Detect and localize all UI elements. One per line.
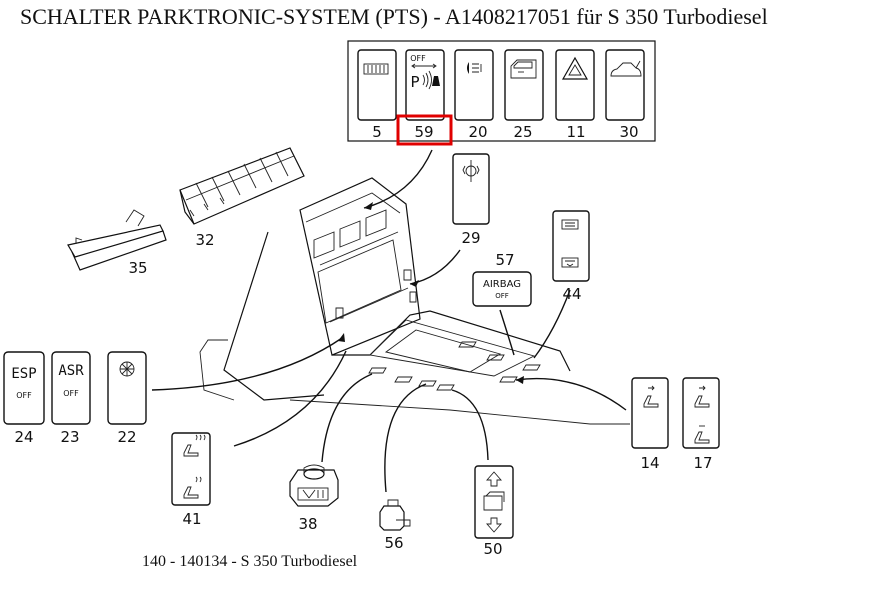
leader-line	[233, 350, 347, 447]
mirror-switch-38[interactable]: 38	[289, 464, 339, 533]
switch-5[interactable]: 5	[357, 49, 397, 141]
leader-line	[451, 389, 489, 461]
seat-memory-icon	[694, 385, 710, 444]
leader-line	[321, 373, 373, 463]
sunroof-switch-icon	[483, 471, 505, 533]
rear-defrost-icon	[363, 63, 389, 75]
center-console	[199, 177, 630, 425]
part-number-35: 35	[128, 259, 147, 277]
highlight-box	[396, 114, 453, 146]
seat-adjust-icon	[643, 385, 659, 408]
sunroof-switch-50[interactable]: 50	[474, 465, 514, 558]
headlamp-range-icon	[467, 62, 482, 74]
switch-22[interactable]: 22	[107, 351, 147, 446]
leader-line	[499, 309, 515, 356]
switch-30[interactable]: 30	[605, 49, 645, 141]
arrow-icon	[411, 63, 437, 69]
asr-off-switch-23[interactable]: ASR OFF 23	[51, 351, 91, 446]
part-number-32: 32	[195, 231, 214, 249]
part-number-25: 25	[513, 123, 532, 141]
seat-switch-14[interactable]: 14	[631, 377, 669, 472]
switch-11[interactable]: 11	[555, 49, 595, 141]
switch-20[interactable]: 20	[454, 49, 494, 141]
seat-heater-icon	[183, 434, 206, 499]
leader-line	[151, 337, 343, 391]
parktronic-icon	[422, 70, 440, 90]
leader-line	[363, 149, 433, 209]
leader-arrow	[364, 202, 373, 210]
part-number-57: 57	[495, 251, 514, 269]
leader-arrow	[410, 280, 419, 287]
airbag-label: AIRBAG	[483, 279, 521, 290]
part-number-5: 5	[372, 123, 382, 141]
part-number-11: 11	[566, 123, 585, 141]
leader-line	[409, 249, 461, 285]
leader-line	[533, 289, 571, 359]
part-number-50: 50	[483, 540, 502, 558]
airbag-off-label: OFF	[495, 292, 509, 300]
cover-strip-35[interactable]: 35	[67, 209, 167, 277]
window-icon	[510, 59, 537, 79]
trunk-icon	[610, 60, 642, 77]
footer-caption: 140 - 140134 - S 350 Turbodiesel	[142, 553, 358, 570]
esp-off-label: OFF	[16, 391, 32, 400]
part-number-41: 41	[182, 510, 201, 528]
pts-off-label: OFF	[410, 54, 426, 63]
panel-frame	[347, 40, 656, 142]
parktronic-symbol: P	[410, 73, 419, 91]
fan-icon	[119, 361, 135, 377]
seat-switch-17[interactable]: 17	[682, 377, 720, 472]
asr-off-label: OFF	[63, 389, 79, 398]
part-number-23: 23	[60, 428, 79, 446]
switch-25[interactable]: 25	[504, 49, 544, 141]
window-switch-icon	[561, 219, 579, 268]
part-number-30: 30	[619, 123, 638, 141]
leader-line	[515, 377, 627, 411]
switch-59[interactable]: OFF P 59	[405, 49, 445, 141]
part-number-38: 38	[298, 515, 317, 533]
hazard-warning-icon	[561, 56, 589, 80]
switch-29[interactable]: 29	[452, 153, 490, 247]
part-number-56: 56	[384, 534, 403, 552]
esp-label: ESP	[11, 366, 36, 382]
seat-heater-switch-41[interactable]: 41	[171, 432, 211, 528]
leader-line	[384, 383, 427, 493]
connector-56[interactable]: 56	[379, 499, 411, 552]
asr-label: ASR	[58, 363, 84, 379]
part-number-24: 24	[14, 428, 33, 446]
esp-off-switch-24[interactable]: ESP OFF 24	[3, 351, 45, 446]
part-number-20: 20	[468, 123, 487, 141]
part-number-59: 59	[414, 123, 433, 141]
part-number-22: 22	[117, 428, 136, 446]
leader-arrow	[516, 376, 524, 384]
part-number-14: 14	[640, 454, 659, 472]
airbag-off-switch-57[interactable]: 57 AIRBAG OFF	[472, 251, 532, 307]
switch-housing-32[interactable]: 32	[179, 147, 305, 249]
info-icon	[462, 160, 480, 182]
switch-44[interactable]: 44	[552, 210, 590, 303]
part-number-29: 29	[461, 229, 480, 247]
part-number-17: 17	[693, 454, 712, 472]
switch-panel: 5 OFF P 59 20	[347, 40, 656, 146]
page-title: SCHALTER PARKTRONIC-SYSTEM (PTS) - A1408…	[20, 4, 768, 29]
leader-arrow	[338, 333, 345, 342]
